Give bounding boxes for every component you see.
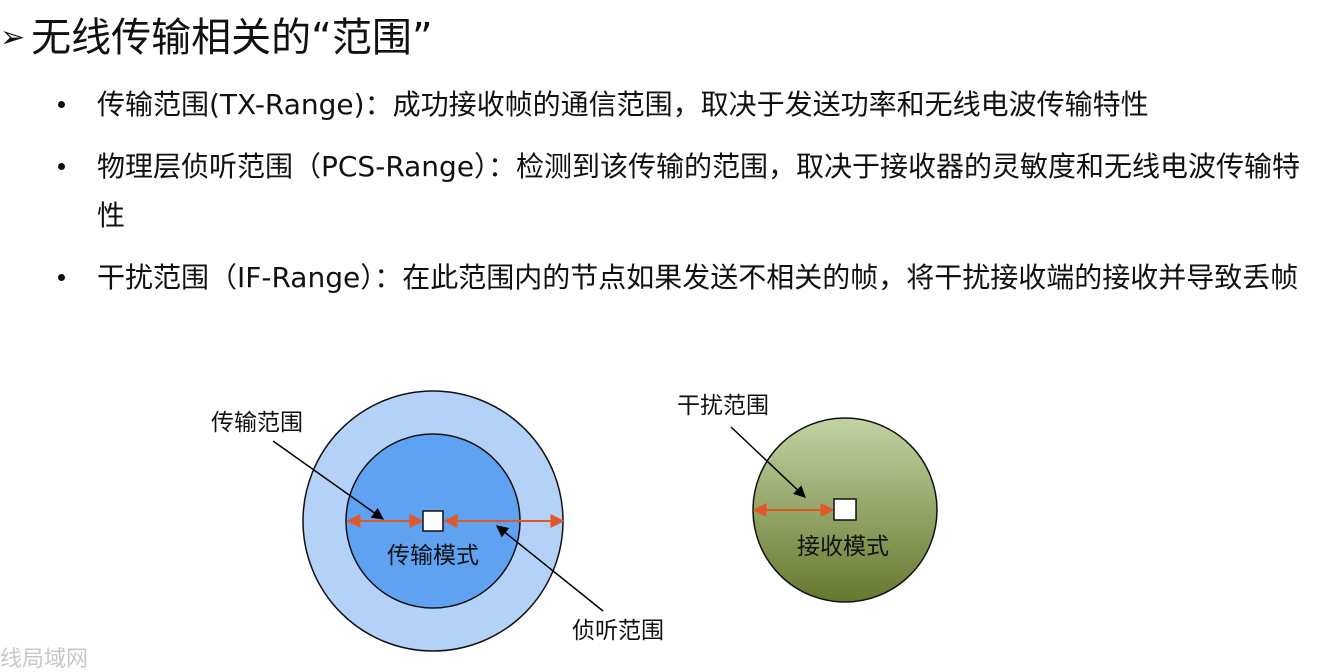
bullet-text: 物理层侦听范围（PCS-Range）：检测到该传输的范围，取决于接收器的灵敏度和… <box>97 150 1301 232</box>
transmitter-node <box>422 510 444 532</box>
bullet-tx-range: 传输范围(TX-Range)：成功接收帧的通信范围，取决于发送功率和无线电波传输… <box>52 80 1322 129</box>
slide-title: ➢无线传输相关的“范围” <box>0 12 433 64</box>
bullet-list: 传输范围(TX-Range)：成功接收帧的通信范围，取决于发送功率和无线电波传输… <box>52 80 1322 302</box>
bullet-text: 干扰范围（IF-Range）：在此范围内的节点如果发送不相关的帧，将干扰接收端的… <box>97 261 1299 294</box>
bullet-dot-icon <box>58 101 65 108</box>
arrow-bullet-icon: ➢ <box>0 20 26 55</box>
bullet-dot-icon <box>58 163 65 170</box>
slide-title-text: 无线传输相关的“范围” <box>31 15 433 61</box>
bullet-dot-icon <box>58 274 65 281</box>
bullet-if-range: 干扰范围（IF-Range）：在此范围内的节点如果发送不相关的帧，将干扰接收端的… <box>52 253 1322 302</box>
interference-range-pointer <box>730 426 806 498</box>
bullet-text: 传输范围(TX-Range)：成功接收帧的通信范围，取决于发送功率和无线电波传输… <box>97 88 1149 121</box>
interference-range-label: 干扰范围 <box>677 393 769 419</box>
transmission-range-label: 传输范围 <box>211 410 303 436</box>
receive-mode-label: 接收模式 <box>797 534 889 560</box>
bullet-pcs-range: 物理层侦听范围（PCS-Range）：检测到该传输的范围，取决于接收器的灵敏度和… <box>52 142 1322 240</box>
sensing-range-pointer <box>496 525 604 612</box>
watermark-text: 线局域网 <box>0 647 89 672</box>
receiver-node <box>833 498 857 521</box>
sensing-range-label: 侦听范围 <box>572 618 664 644</box>
transmission-range-pointer <box>272 440 384 520</box>
transmission-mode-label: 传输模式 <box>387 543 479 569</box>
